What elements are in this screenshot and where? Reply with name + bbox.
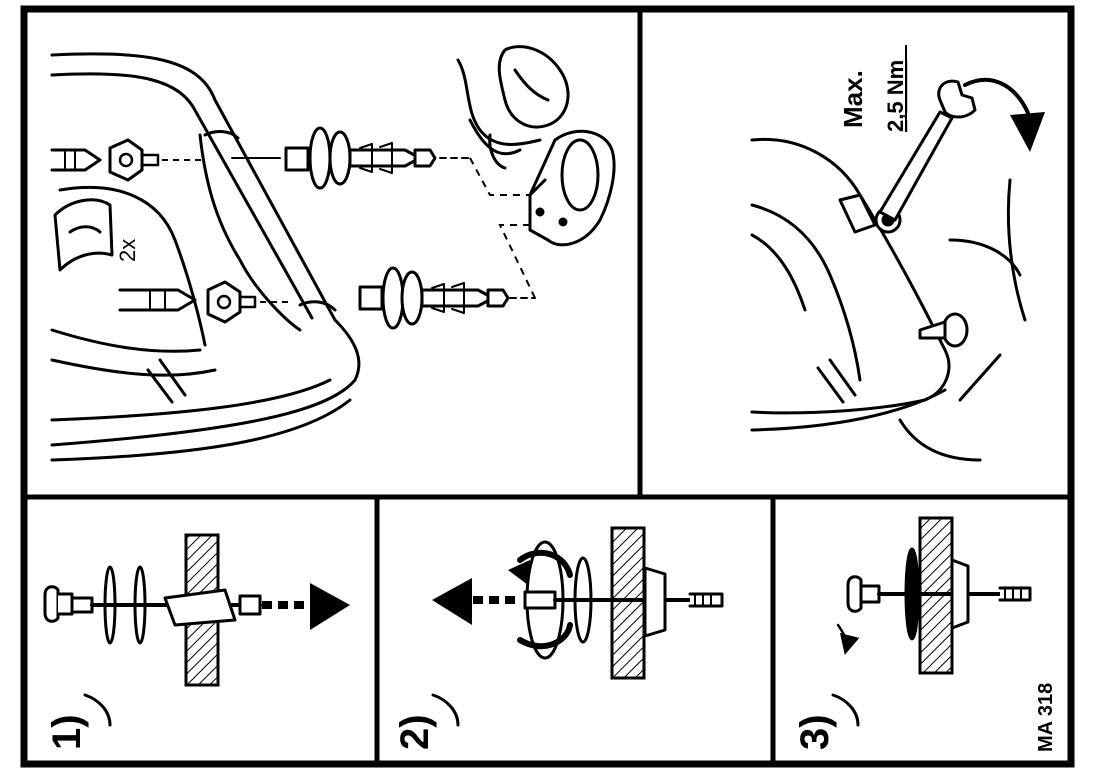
torque-panel: Max. 2,5 Nm	[750, 45, 1045, 462]
wall-section	[610, 526, 646, 680]
hand-with-cloth-illustration	[456, 45, 570, 170]
document-code: MA 318	[1035, 683, 1057, 752]
step-1-bolt	[43, 565, 262, 645]
step-3-panel: 3) MA 318	[793, 516, 1057, 752]
step-3-label: 3)	[793, 714, 837, 750]
torque-seat-illustration	[750, 137, 1027, 462]
step-3-bolt	[846, 547, 1032, 641]
tighten-hint-icon	[836, 623, 860, 655]
hinge-cover-illustration	[53, 198, 114, 272]
anchor-bolt-top	[231, 126, 471, 190]
quantity-label: 2x	[115, 239, 140, 262]
overview-panel: 2x	[50, 45, 616, 462]
anchor-bolt-bottom	[358, 266, 536, 330]
step-2-label: 2)	[393, 714, 437, 750]
torque-label-max: Max.	[838, 70, 868, 128]
cap-nut-top	[108, 138, 160, 182]
toilet-bowl-illustration	[528, 129, 616, 247]
step-2-panel: 2)	[393, 526, 724, 750]
pull-arrow-icon	[262, 583, 350, 630]
wrench-icon	[878, 79, 977, 222]
torque-label-value: 2,5 Nm	[883, 60, 908, 132]
rotation-arrow-icon	[963, 77, 1045, 152]
cap-nut-bottom	[206, 280, 257, 324]
step-2-bolt	[523, 540, 724, 660]
step-1-label: 1)	[45, 714, 89, 750]
alignment-guides	[469, 157, 536, 299]
pull-back-arrow-icon	[432, 578, 515, 625]
outer-frame	[20, 5, 1075, 768]
screwdriver-top	[50, 148, 102, 172]
step-1-panel: 1)	[43, 533, 350, 750]
screwdriver-bottom	[118, 288, 197, 312]
toilet-seat-illustration	[50, 52, 361, 462]
unscrew-rotation-icon	[508, 549, 573, 650]
